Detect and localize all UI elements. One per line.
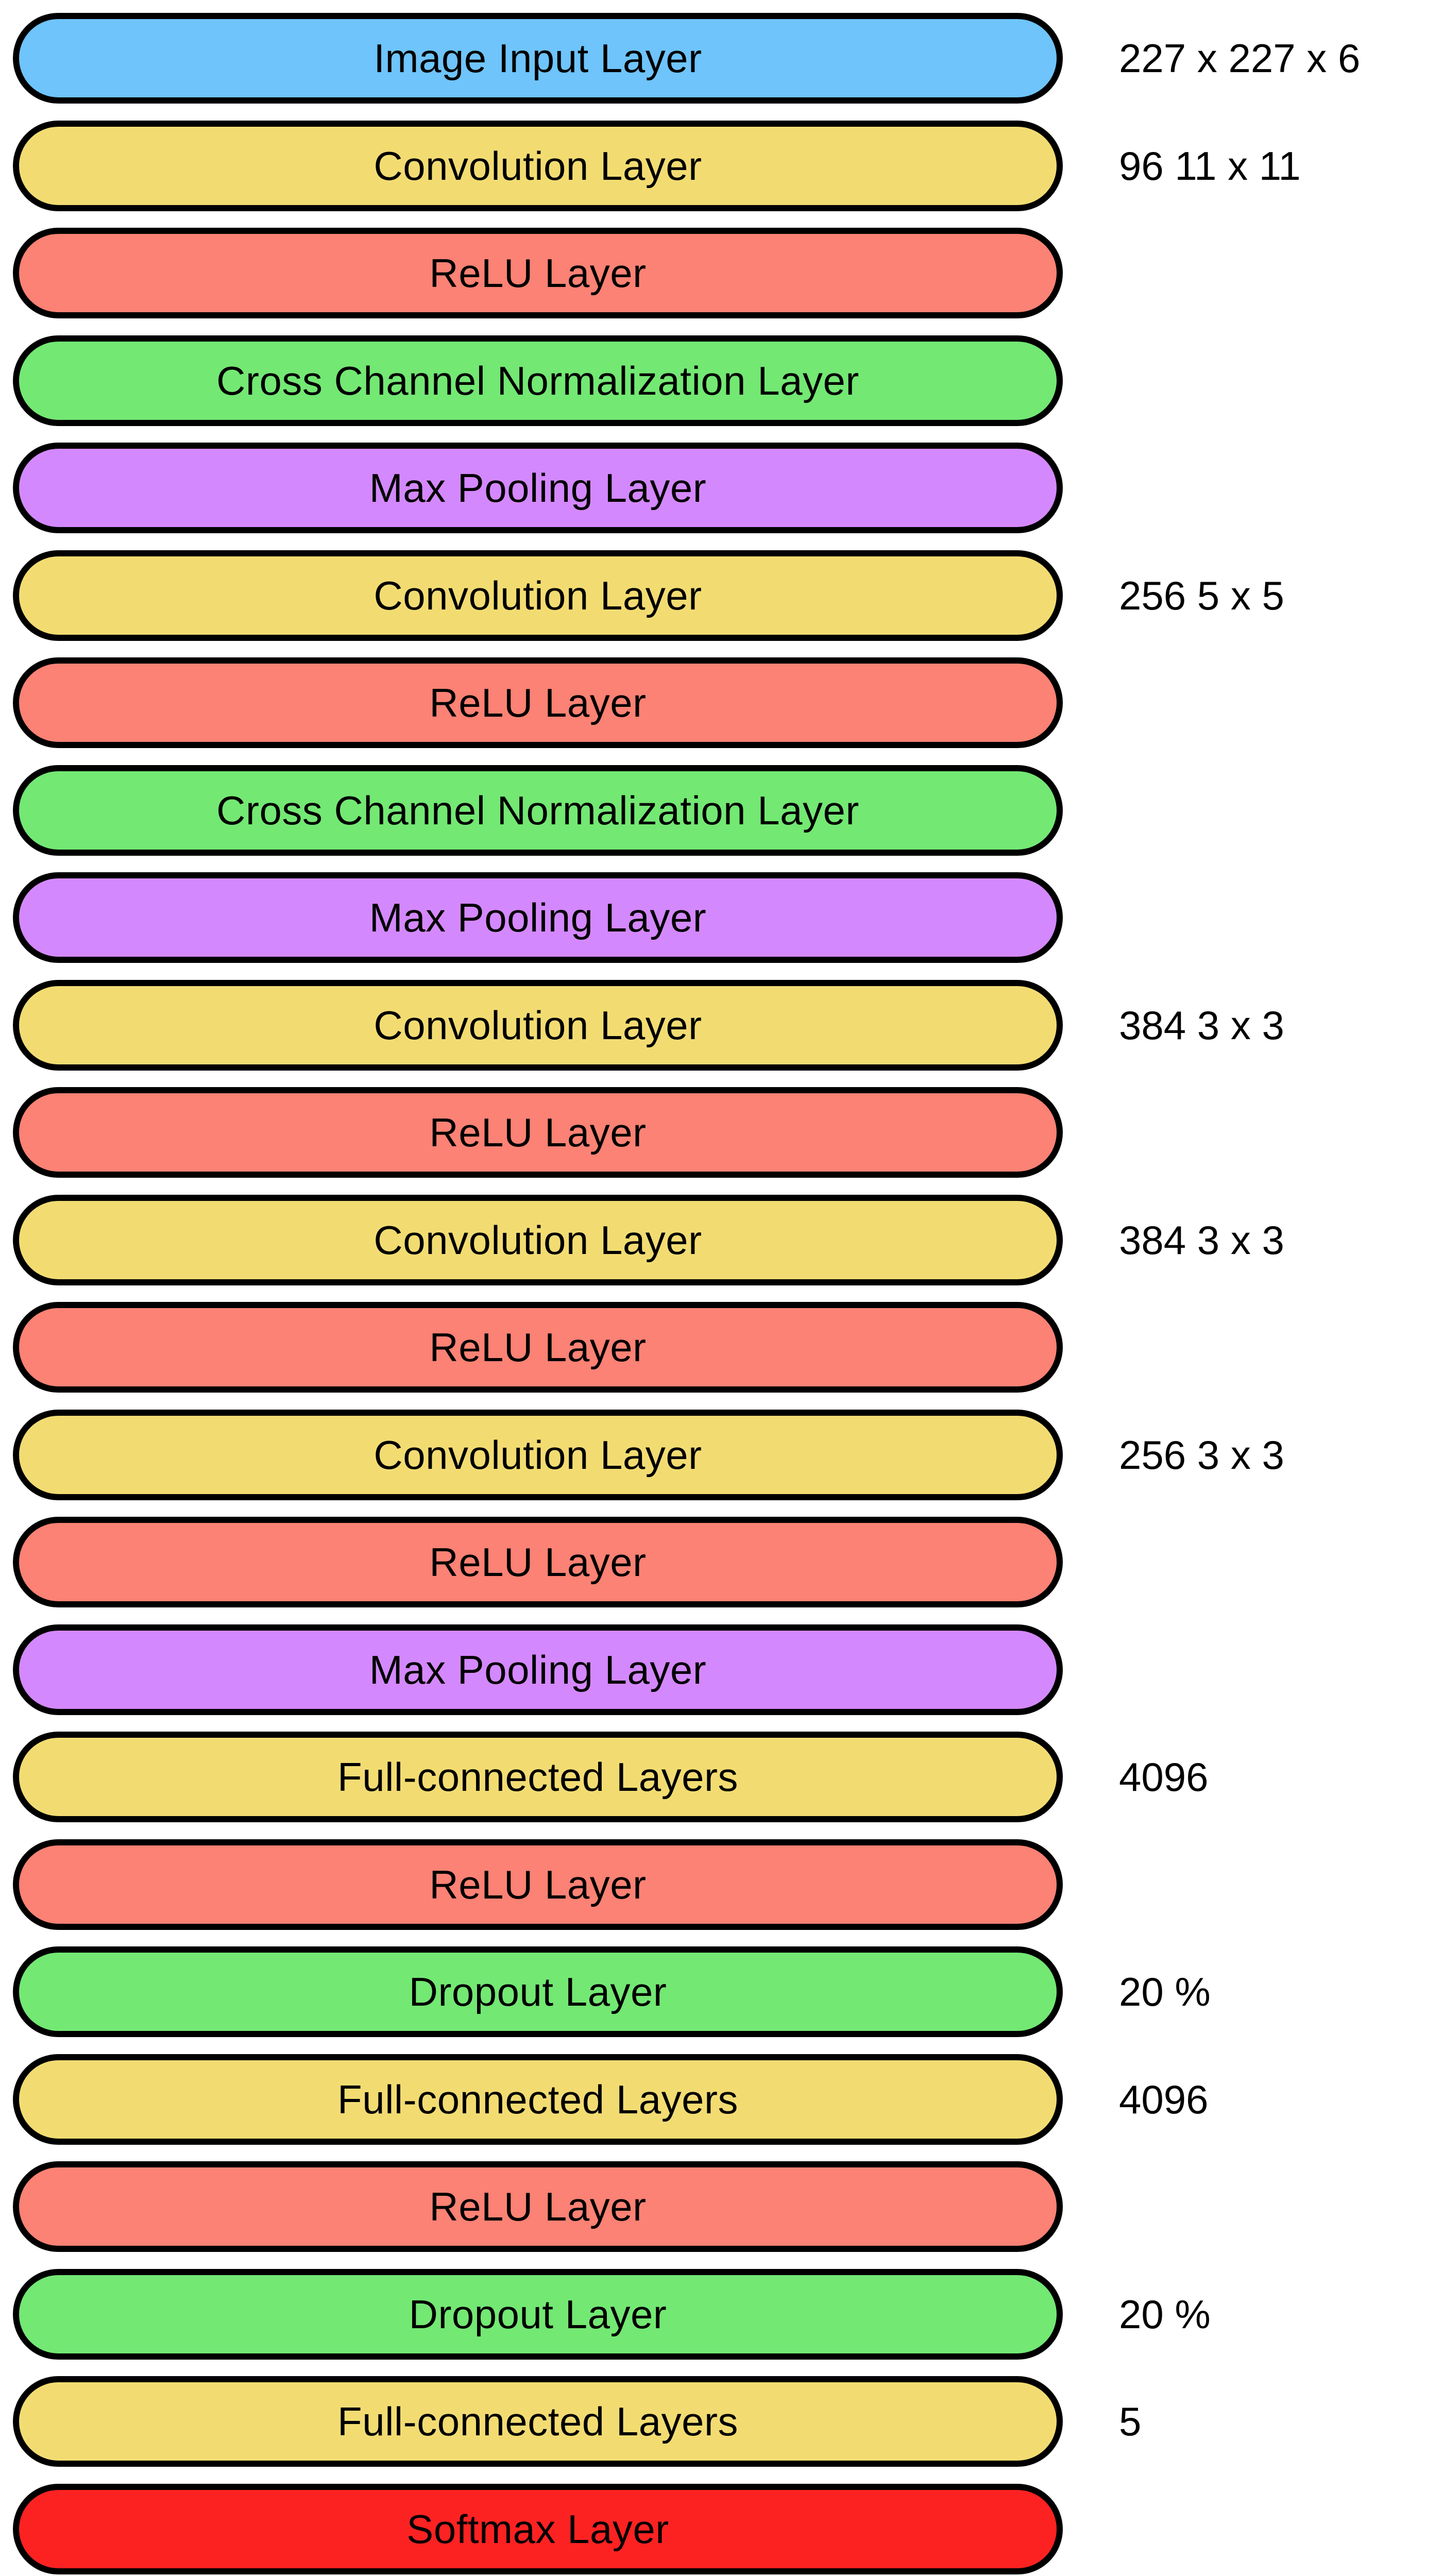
layer-node-relu[interactable]: ReLU Layer	[13, 1517, 1063, 1607]
layer-label: ReLU Layer	[429, 1861, 647, 1907]
layer-row: Full-connected Layers 4096	[0, 2054, 1443, 2145]
layer-annotation: 4096	[1119, 1754, 1209, 1800]
layer-row: ReLU Layer	[0, 657, 1443, 748]
layer-node-convolution[interactable]: Convolution Layer	[13, 550, 1063, 641]
layer-label: ReLU Layer	[429, 1539, 647, 1585]
layer-label: Max Pooling Layer	[369, 895, 707, 940]
layer-annotation: 256 5 x 5	[1119, 572, 1284, 618]
layer-row: ReLU Layer	[0, 1839, 1443, 1930]
layer-node-relu[interactable]: ReLU Layer	[13, 2161, 1063, 2252]
layer-node-dropout[interactable]: Dropout Layer	[13, 1946, 1063, 2037]
layer-label: Full-connected Layers	[337, 2076, 738, 2122]
layer-row: Dropout Layer 20 %	[0, 1946, 1443, 2037]
layer-annotation: 4096	[1119, 2076, 1209, 2122]
layer-node-fully-connected[interactable]: Full-connected Layers	[13, 2376, 1063, 2467]
layer-row: Max Pooling Layer	[0, 1624, 1443, 1715]
layer-row: Max Pooling Layer	[0, 872, 1443, 963]
layer-label: Cross Channel Normalization Layer	[216, 358, 859, 403]
layer-label: Convolution Layer	[374, 1002, 702, 1048]
layer-annotation: 227 x 227 x 6	[1119, 36, 1361, 81]
layer-annotation: 96 11 x 11	[1119, 143, 1301, 189]
layer-label: Image Input Layer	[374, 36, 702, 81]
layer-node-convolution[interactable]: Convolution Layer	[13, 120, 1063, 211]
layer-annotation: 256 3 x 3	[1119, 1432, 1284, 1478]
layer-row: ReLU Layer	[0, 1302, 1443, 1393]
layer-row: ReLU Layer	[0, 1517, 1443, 1607]
layer-label: Softmax Layer	[406, 2506, 669, 2552]
layer-node-relu[interactable]: ReLU Layer	[13, 1839, 1063, 1930]
layer-node-relu[interactable]: ReLU Layer	[13, 1087, 1063, 1178]
layer-row: ReLU Layer	[0, 2161, 1443, 2252]
layer-annotation: 5	[1119, 2399, 1142, 2444]
layer-annotation: 20 %	[1119, 2291, 1211, 2337]
layer-label: ReLU Layer	[429, 2184, 647, 2229]
layer-row: ReLU Layer	[0, 1087, 1443, 1178]
layer-row: Cross Channel Normalization Layer	[0, 335, 1443, 426]
layer-row: Full-connected Layers 4096	[0, 1732, 1443, 1822]
layer-node-softmax[interactable]: Softmax Layer	[13, 2483, 1063, 2574]
layer-row: Dropout Layer 20 %	[0, 2268, 1443, 2360]
layer-node-max-pooling[interactable]: Max Pooling Layer	[13, 1624, 1063, 1715]
layer-row: Convolution Layer 256 3 x 3	[0, 1409, 1443, 1500]
layer-row: Convolution Layer 256 5 x 5	[0, 550, 1443, 641]
layer-label: Convolution Layer	[374, 572, 702, 618]
layer-node-max-pooling[interactable]: Max Pooling Layer	[13, 872, 1063, 963]
layer-node-fully-connected[interactable]: Full-connected Layers	[13, 2054, 1063, 2145]
layer-label: Full-connected Layers	[337, 2399, 738, 2444]
layer-row: Convolution Layer 384 3 x 3	[0, 1194, 1443, 1285]
layer-row: Cross Channel Normalization Layer	[0, 765, 1443, 856]
layer-label: ReLU Layer	[429, 1110, 647, 1155]
layer-node-normalization[interactable]: Cross Channel Normalization Layer	[13, 765, 1063, 856]
layer-row: Softmax Layer	[0, 2483, 1443, 2574]
layer-node-convolution[interactable]: Convolution Layer	[13, 979, 1063, 1071]
layer-label: Convolution Layer	[374, 1217, 702, 1263]
layer-annotation: 384 3 x 3	[1119, 1002, 1284, 1048]
layer-node-fully-connected[interactable]: Full-connected Layers	[13, 1732, 1063, 1822]
layer-row: Convolution Layer 384 3 x 3	[0, 979, 1443, 1071]
layer-node-relu[interactable]: ReLU Layer	[13, 228, 1063, 318]
layer-label: Convolution Layer	[374, 143, 702, 189]
layer-label: Dropout Layer	[409, 2291, 667, 2337]
layer-row: Full-connected Layers 5	[0, 2376, 1443, 2467]
layer-node-max-pooling[interactable]: Max Pooling Layer	[13, 443, 1063, 533]
layer-annotation: 20 %	[1119, 1969, 1211, 2014]
layer-row: ReLU Layer	[0, 228, 1443, 318]
layer-node-image-input[interactable]: Image Input Layer	[13, 13, 1063, 104]
layer-row: Convolution Layer 96 11 x 11	[0, 120, 1443, 211]
layer-label: Dropout Layer	[409, 1969, 667, 2014]
layer-node-dropout[interactable]: Dropout Layer	[13, 2268, 1063, 2360]
layer-node-relu[interactable]: ReLU Layer	[13, 1302, 1063, 1393]
layer-label: Cross Channel Normalization Layer	[216, 787, 859, 833]
layer-label: Full-connected Layers	[337, 1754, 738, 1800]
layer-label: ReLU Layer	[429, 1325, 647, 1370]
layer-row: Image Input Layer 227 x 227 x 6	[0, 13, 1443, 104]
layer-label: Convolution Layer	[374, 1432, 702, 1478]
layer-node-normalization[interactable]: Cross Channel Normalization Layer	[13, 335, 1063, 426]
layer-label: Max Pooling Layer	[369, 1647, 707, 1692]
layer-node-convolution[interactable]: Convolution Layer	[13, 1194, 1063, 1285]
layer-label: ReLU Layer	[429, 680, 647, 725]
layer-node-relu[interactable]: ReLU Layer	[13, 657, 1063, 748]
layer-label: ReLU Layer	[429, 250, 647, 296]
layer-row: Max Pooling Layer	[0, 443, 1443, 533]
layer-label: Max Pooling Layer	[369, 465, 707, 511]
layer-annotation: 384 3 x 3	[1119, 1217, 1284, 1263]
layer-node-convolution[interactable]: Convolution Layer	[13, 1409, 1063, 1500]
